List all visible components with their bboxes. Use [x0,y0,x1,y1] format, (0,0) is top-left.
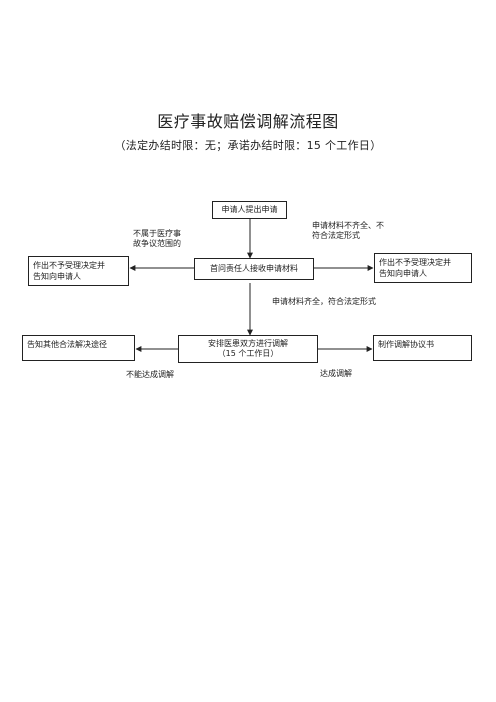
node-apply-label: 申请人提出申请 [221,205,278,214]
node-reject-right-line1: 作出不予受理决定并 [379,258,451,267]
page-title: 医疗事故赔偿调解流程图 [157,112,339,131]
node-apply: 申请人提出申请 [212,201,287,219]
edge-label-incomplete-line2: 符合法定形式 [312,231,360,240]
node-reject-right: 作出不予受理决定并 告知向申请人 [374,253,472,283]
node-other-way: 告知其他合法解决途径 [22,335,135,361]
node-reject-left: 作出不予受理决定并 告知向申请人 [28,256,129,286]
edge-label-complete: 申请材料齐全，符合法定形式 [272,297,376,306]
edge-label-not-reached: 不能达成调解 [126,370,174,379]
node-reject-left-line2: 告知向申请人 [33,272,81,281]
node-agreement-label: 制作调解协议书 [378,340,434,349]
node-agreement: 制作调解协议书 [373,335,472,361]
edge-label-incomplete: 申请材料不齐全、不 符合法定形式 [312,221,384,241]
node-reject-right-line2: 告知向申请人 [379,269,427,278]
node-mediate-line1: 安排医患双方进行调解 [208,339,288,348]
edge-label-reached: 达成调解 [320,369,352,378]
node-other-way-label: 告知其他合法解决途径 [27,340,107,349]
edge-label-not-in-scope: 不属于医疗事 故争议范围的 [133,229,181,249]
edge-label-not-in-scope-line1: 不属于医疗事 [133,229,181,238]
edge-label-not-in-scope-line2: 故争议范围的 [133,239,181,248]
node-receive: 首问责任人接收申请材料 [194,258,314,280]
edge-label-incomplete-line1: 申请材料不齐全、不 [312,221,384,230]
node-mediate: 安排医患双方进行调解 （15 个工作日） [178,335,318,363]
node-receive-label: 首问责任人接收申请材料 [210,264,298,273]
page-subtitle: （法定办结时限：无；承诺办结时限：15 个工作日） [114,139,382,152]
node-mediate-line2: （15 个工作日） [217,349,279,358]
node-reject-left-line1: 作出不予受理决定并 [33,261,105,270]
